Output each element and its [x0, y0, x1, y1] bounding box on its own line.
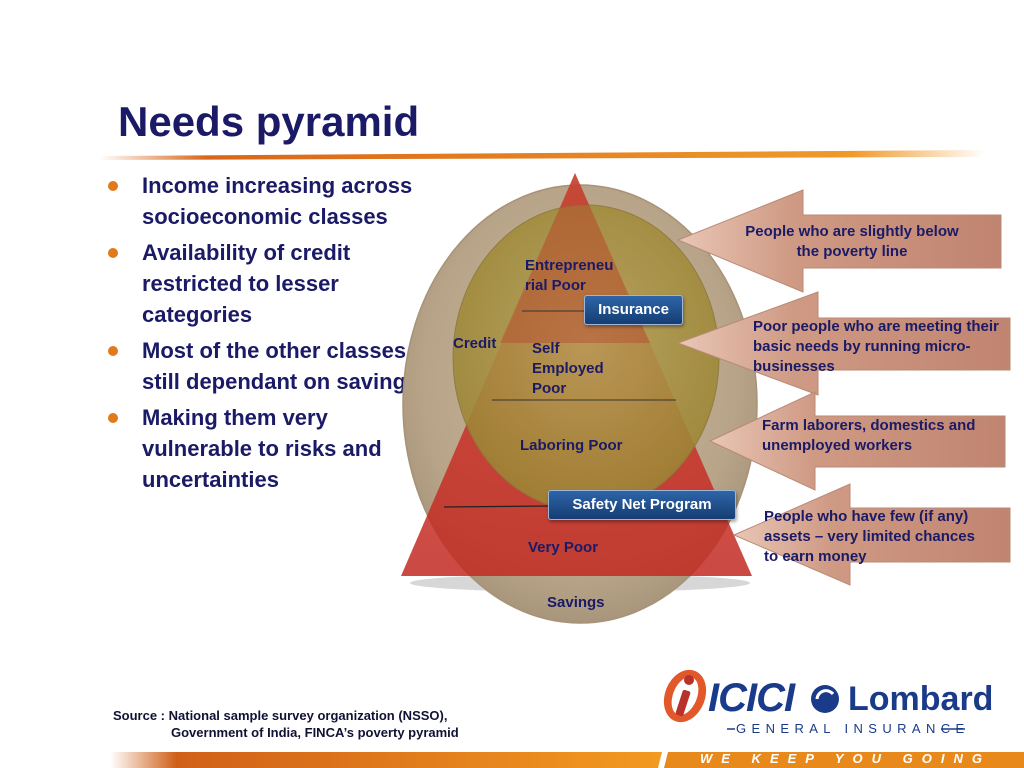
brand-tagline: WE KEEP YOU GOING [700, 751, 991, 766]
bullet-item: Availability of credit restricted to les… [104, 237, 424, 330]
bullet-item: Making them very vulnerable to risks and… [104, 402, 424, 495]
bullet-list: Income increasing across socioeconomic c… [104, 170, 424, 500]
description-text: People who are slightly below the povert… [745, 223, 959, 260]
pyramid-shadow [410, 574, 750, 592]
brand-icici-text: ICICI [708, 676, 795, 720]
insurance-button[interactable]: Insurance [584, 295, 683, 325]
level-label-self-employed: Self Employed Poor [532, 340, 604, 397]
description-text: Farm laborers, domestics and unemployed … [762, 417, 976, 454]
bullet-dot [108, 248, 118, 258]
level-label-laboring: Laboring Poor [520, 437, 623, 454]
level-label-very-poor: Very Poor [528, 539, 599, 556]
bullet-dot [108, 346, 118, 356]
safety-net-program-button[interactable]: Safety Net Program [548, 490, 736, 520]
level-label-entrepreneurial: Entrepreneu rial Poor [525, 257, 614, 294]
source-citation: Source : National sample survey organiza… [113, 708, 459, 740]
brand-subtitle: GENERAL INSURANCE [736, 721, 970, 736]
level-divider [443, 505, 551, 508]
bullet-dot [108, 413, 118, 423]
bullet-item: Income increasing across socioeconomic c… [104, 170, 424, 232]
page-title: Needs pyramid [118, 98, 420, 145]
bullet-item: Most of the other classes still dependan… [104, 335, 424, 397]
savings-label: Savings [547, 594, 605, 611]
description-text: Poor people who are meeting their basic … [753, 318, 999, 375]
description-text: People who have few (if any) assets – ve… [764, 508, 975, 565]
credit-label: Credit [453, 335, 497, 352]
brand-lombard-text: Lombard [848, 680, 994, 718]
bullet-dot [108, 181, 118, 191]
